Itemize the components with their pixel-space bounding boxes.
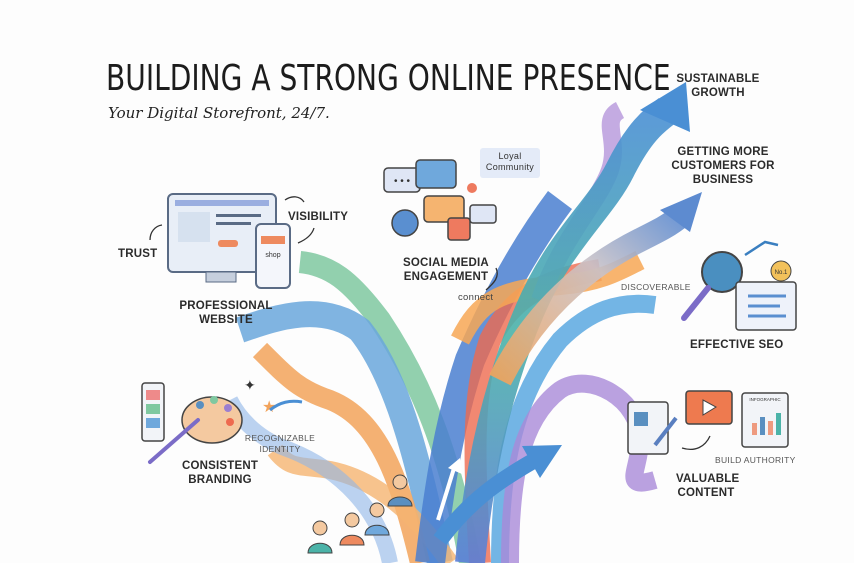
seo-illustration: No.1 [681,240,797,331]
rank-badge-icon [770,260,792,282]
magnifier-icon [681,285,711,321]
label-line: WEBSITE [199,314,253,326]
loyal-community-bubble: Loyal Community [482,151,538,173]
label-line: GROWTH [691,87,745,99]
label-line: CONTENT [677,487,735,499]
social-illustration: • • • [383,148,540,291]
page-subtitle: Your Digital Storefront, 24/7. [108,104,330,122]
svg-text:• • •: • • • [394,176,411,187]
label-line: SOCIAL MEDIA [403,257,489,269]
recognizable-identity-label: RECOGNIZABLE IDENTITY [240,433,320,455]
discoverable-label: DISCOVERABLE [621,282,691,292]
label-line: ENGAGEMENT [403,271,489,283]
visibility-arrow-icon [284,196,305,203]
connect-label: connect [458,292,494,303]
customers-arrowhead [660,192,702,232]
label-line: BUSINESS [692,174,754,186]
more-customers-label: GETTING MORE CUSTOMERS FOR BUSINESS [668,145,778,187]
growth-arrow-stream [455,98,678,563]
shop-sign: shop [265,252,280,259]
content-illustration: INFOGRAPHIC [627,390,789,455]
label-line: VALUABLE [676,473,740,485]
visibility-label: VISIBILITY [288,211,349,223]
label-line: BRANDING [188,474,252,486]
label-line: IDENTITY [259,444,301,454]
ribbon-blue-left [235,301,453,563]
lower-arrowhead [522,445,562,478]
ribbon-blue-right [491,294,657,563]
label-line: SUSTAINABLE [676,73,760,85]
lower-arrow-stream [433,453,539,545]
page-title: BUILDING A STRONG ONLINE PRESENCE [106,58,671,99]
branding-illustration: ✦ ★ [141,377,303,464]
label-line: PROFESSIONAL [179,300,273,312]
ribbon-blue-trunk [415,191,573,563]
document-icon [627,401,669,455]
build-authority-label: BUILD AUTHORITY [715,455,796,465]
rank-badge-text: No.1 [775,270,788,276]
trust-arrow-icon [149,224,163,241]
trust-label: TRUST [118,248,158,260]
thumbs-up-icon [391,209,419,237]
label-line: Community [485,162,535,172]
label-line: CUSTOMERS FOR [671,160,775,172]
consistent-branding-label: CONSISTENT BRANDING [180,459,260,487]
website-illustration: shop [149,193,315,289]
brush-icon [148,418,200,464]
heart-message-icon [447,217,471,241]
small-up-arrowhead [448,458,462,474]
label-line: CONSISTENT [181,460,259,472]
infographic-text: INFOGRAPHIC [749,397,781,402]
label-line: GETTING MORE [677,146,769,158]
valuable-content-label: VALUABLE CONTENT [676,472,740,500]
trend-arrow-icon [744,240,779,257]
customers-arrow-stream [489,205,690,386]
label-line: RECOGNIZABLE [244,433,316,443]
pen-icon [653,416,678,447]
growth-arrowhead [640,82,690,132]
people-icons [307,474,413,554]
star-icon: ★ [262,399,276,416]
globe-icon [701,251,743,293]
visibility-up-arrow-icon [297,227,315,244]
connect-arrow-icon [485,267,498,291]
ribbon-blue-low [222,396,398,563]
professional-website-label: PROFESSIONAL WEBSITE [176,299,276,327]
social-media-label: SOCIAL MEDIA ENGAGEMENT [396,256,496,284]
small-up-arrow [436,464,457,521]
heart-icon [467,183,477,193]
effective-seo-label: EFFECTIVE SEO [690,339,784,351]
label-line: Loyal [498,151,522,161]
sparkle-icon: ✦ [244,377,256,393]
sustainable-growth-label: SUSTAINABLE GROWTH [668,72,768,100]
